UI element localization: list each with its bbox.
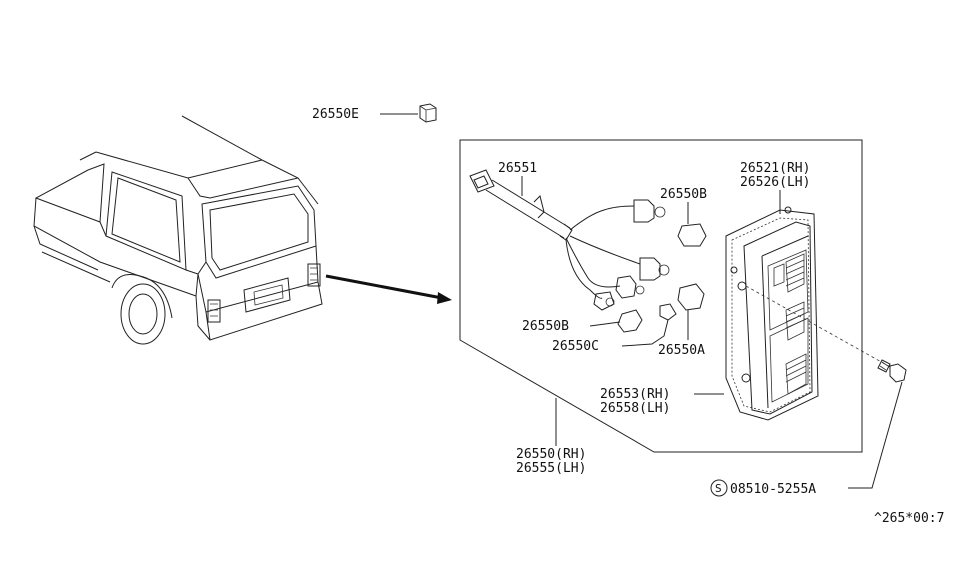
label-26550B-top: 26550B	[660, 187, 707, 202]
gasket-callout: 26553(RH) 26558(LH)	[600, 387, 724, 416]
label-26526-lh: 26526(LH)	[740, 175, 810, 190]
screw-symbol-letter: S	[715, 482, 722, 495]
figure-code: ^265*00:7	[874, 511, 944, 526]
label-26558-lh: 26558(LH)	[600, 401, 670, 416]
assembly-callout: 26550(RH) 26555(LH)	[516, 398, 586, 476]
part-26550E-group: 26550E	[312, 103, 437, 123]
lamp-housing: 26521(RH) 26526(LH)	[725, 161, 819, 421]
arrow-to-exploded-view	[325, 274, 452, 304]
bulb-26550B-top: 26550B	[660, 187, 707, 247]
label-26555-lh: 26555(LH)	[516, 461, 586, 476]
bulb-26550B-bottom: 26550B	[522, 309, 643, 334]
label-26550-rh: 26550(RH)	[516, 447, 586, 462]
bulb-26550C: 26550C	[552, 303, 677, 354]
screw-symbol-icon	[710, 479, 728, 497]
vehicle-rear-illustration	[33, 115, 323, 345]
bulb-26550A: 26550A	[658, 283, 705, 358]
label-26521-rh: 26521(RH)	[740, 161, 810, 176]
label-26550B-bottom: 26550B	[522, 319, 569, 334]
label-26550A: 26550A	[658, 343, 705, 358]
label-26553-rh: 26553(RH)	[600, 387, 670, 402]
exploded-view-frame	[459, 139, 863, 453]
wire-harness-26551: 26551	[469, 161, 670, 311]
label-08510-5255A: 08510-5255A	[730, 482, 816, 497]
label-26550E: 26550E	[312, 107, 359, 122]
screw-08510-5255A: S 08510-5255A	[710, 285, 907, 497]
label-26550C: 26550C	[552, 339, 599, 354]
label-26551: 26551	[498, 161, 537, 176]
